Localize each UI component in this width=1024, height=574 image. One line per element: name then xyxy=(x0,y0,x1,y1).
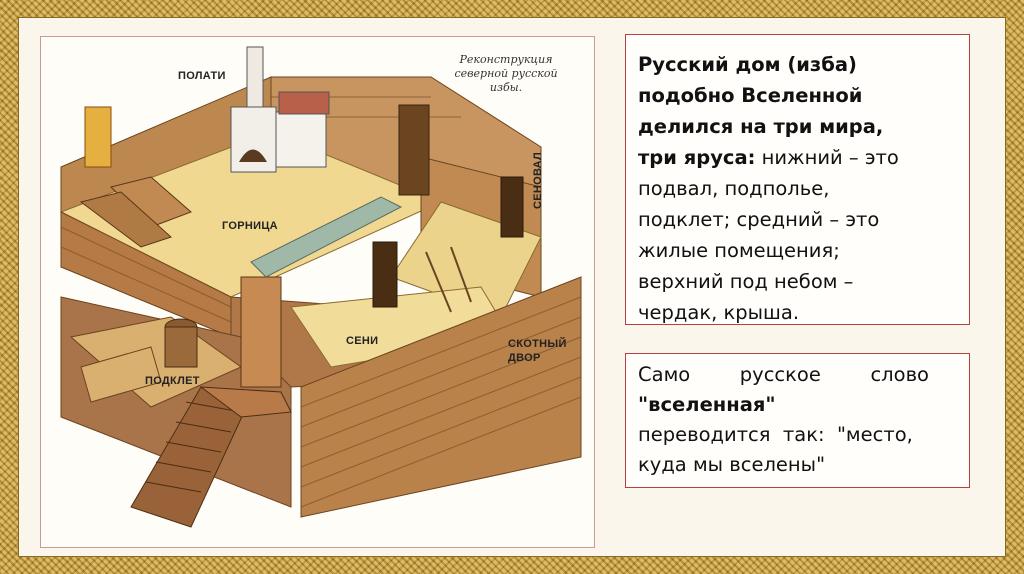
caption-line: северной русской xyxy=(454,67,558,80)
text-line: переводится так: "место, xyxy=(638,423,913,446)
text-fragment: нижний – это xyxy=(755,146,899,169)
text-line: чердак, крыша. xyxy=(638,301,800,324)
text-bold-prefix: три яруса: xyxy=(638,146,756,169)
caption-line: Реконструкция xyxy=(459,53,553,66)
izba-drawing xyxy=(59,46,582,528)
label-polati: ПОЛАТИ xyxy=(178,70,226,82)
text-line: жилые помещения; xyxy=(638,239,840,262)
label-skotny: СКОТНЫЙ xyxy=(508,338,567,350)
three-worlds-textbox: Русский дом (изба) подобно Вселенной дел… xyxy=(625,34,970,325)
text-bold-word: "вселенная" xyxy=(638,393,776,416)
text-line: верхний под небом – xyxy=(638,270,854,293)
illustration-caption: Реконструкция северной русской избы. xyxy=(431,53,581,95)
text-line: делился на три мира, xyxy=(638,115,884,138)
label-gornitsa: ГОРНИЦА xyxy=(222,220,278,232)
caption-line: избы. xyxy=(489,81,523,94)
label-dvor: ДВОР xyxy=(508,352,541,364)
text-line: подвал, подполье, xyxy=(638,177,830,200)
label-podklet: ПОДКЛЕТ xyxy=(145,375,200,387)
text-line: Само русское слово xyxy=(638,363,929,386)
label-senoval: СЕНОВАЛ xyxy=(532,151,544,209)
text-line: подклет; средний – это xyxy=(638,208,880,231)
label-seni: СЕНИ xyxy=(346,335,379,347)
izba-illustration: Реконструкция северной русской избы. ПОЛ… xyxy=(40,36,595,548)
text-line: Русский дом (изба) xyxy=(638,53,857,76)
text-line: куда мы вселены" xyxy=(638,453,826,476)
text-line: подобно Вселенной xyxy=(638,84,863,107)
universe-word-textbox: Само русское слово "вселенная" переводит… xyxy=(625,353,970,488)
